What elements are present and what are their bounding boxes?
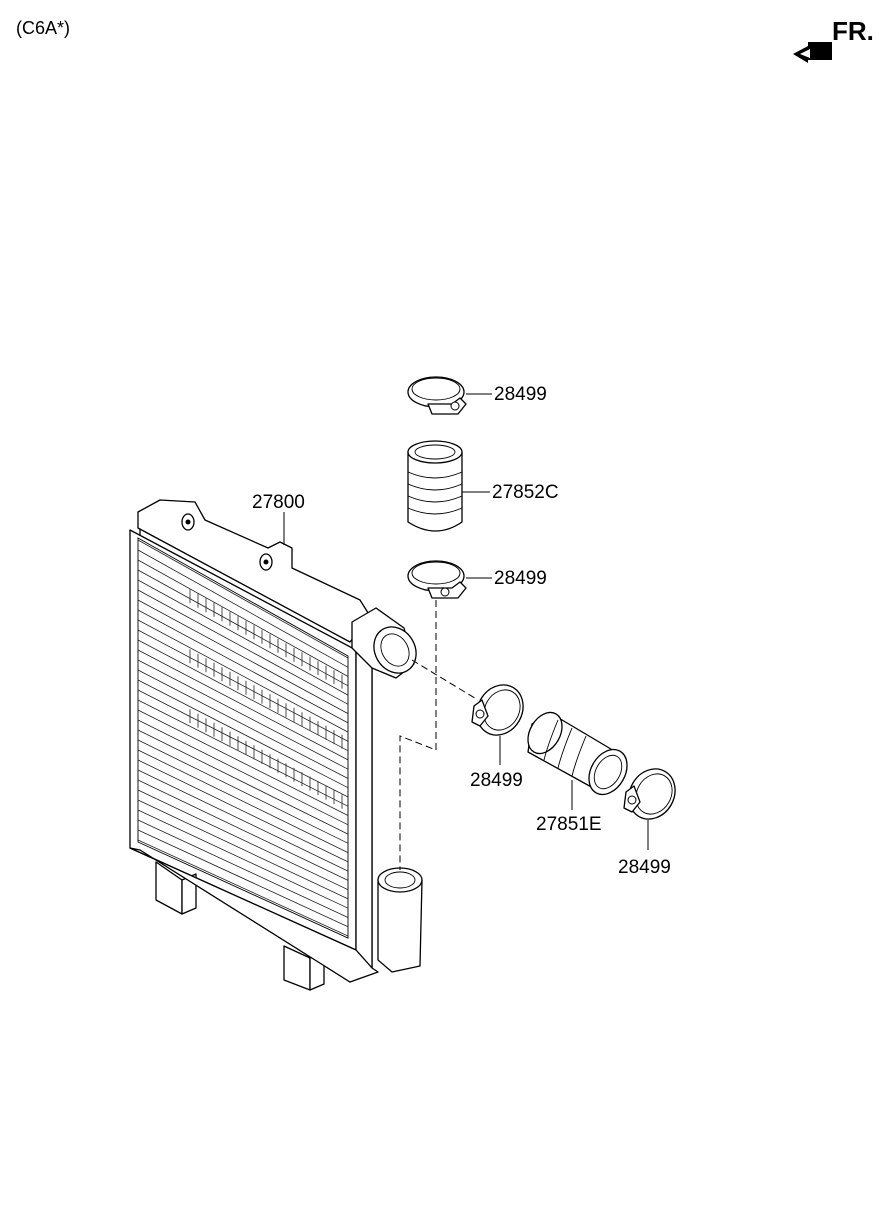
hose-clamp-top-2 xyxy=(407,560,467,599)
lower-hose-27851E xyxy=(527,711,628,796)
core-fins xyxy=(137,539,349,937)
assembly-line-lower xyxy=(399,600,437,870)
part-label-clamp-top-2: 28499 xyxy=(494,568,547,589)
hose-clamp-top-1 xyxy=(407,376,467,415)
hose-clamp-mid xyxy=(471,684,524,736)
part-label-27800: 27800 xyxy=(252,492,305,513)
intercooler-27800 xyxy=(129,499,423,991)
front-direction-label: FR. xyxy=(832,16,874,46)
assembly-line-upper xyxy=(411,659,479,701)
model-code: (C6A*) xyxy=(16,18,70,38)
part-label-27852C: 27852C xyxy=(492,482,559,503)
part-label-clamp-top-1: 28499 xyxy=(494,384,547,405)
part-label-clamp-lower: 28499 xyxy=(618,857,671,878)
upper-hose-27852C xyxy=(407,440,463,532)
part-label-27851E: 27851E xyxy=(536,814,602,835)
front-arrow-icon xyxy=(793,42,832,63)
hose-clamp-lower xyxy=(623,768,676,820)
part-label-clamp-mid: 28499 xyxy=(470,770,523,791)
